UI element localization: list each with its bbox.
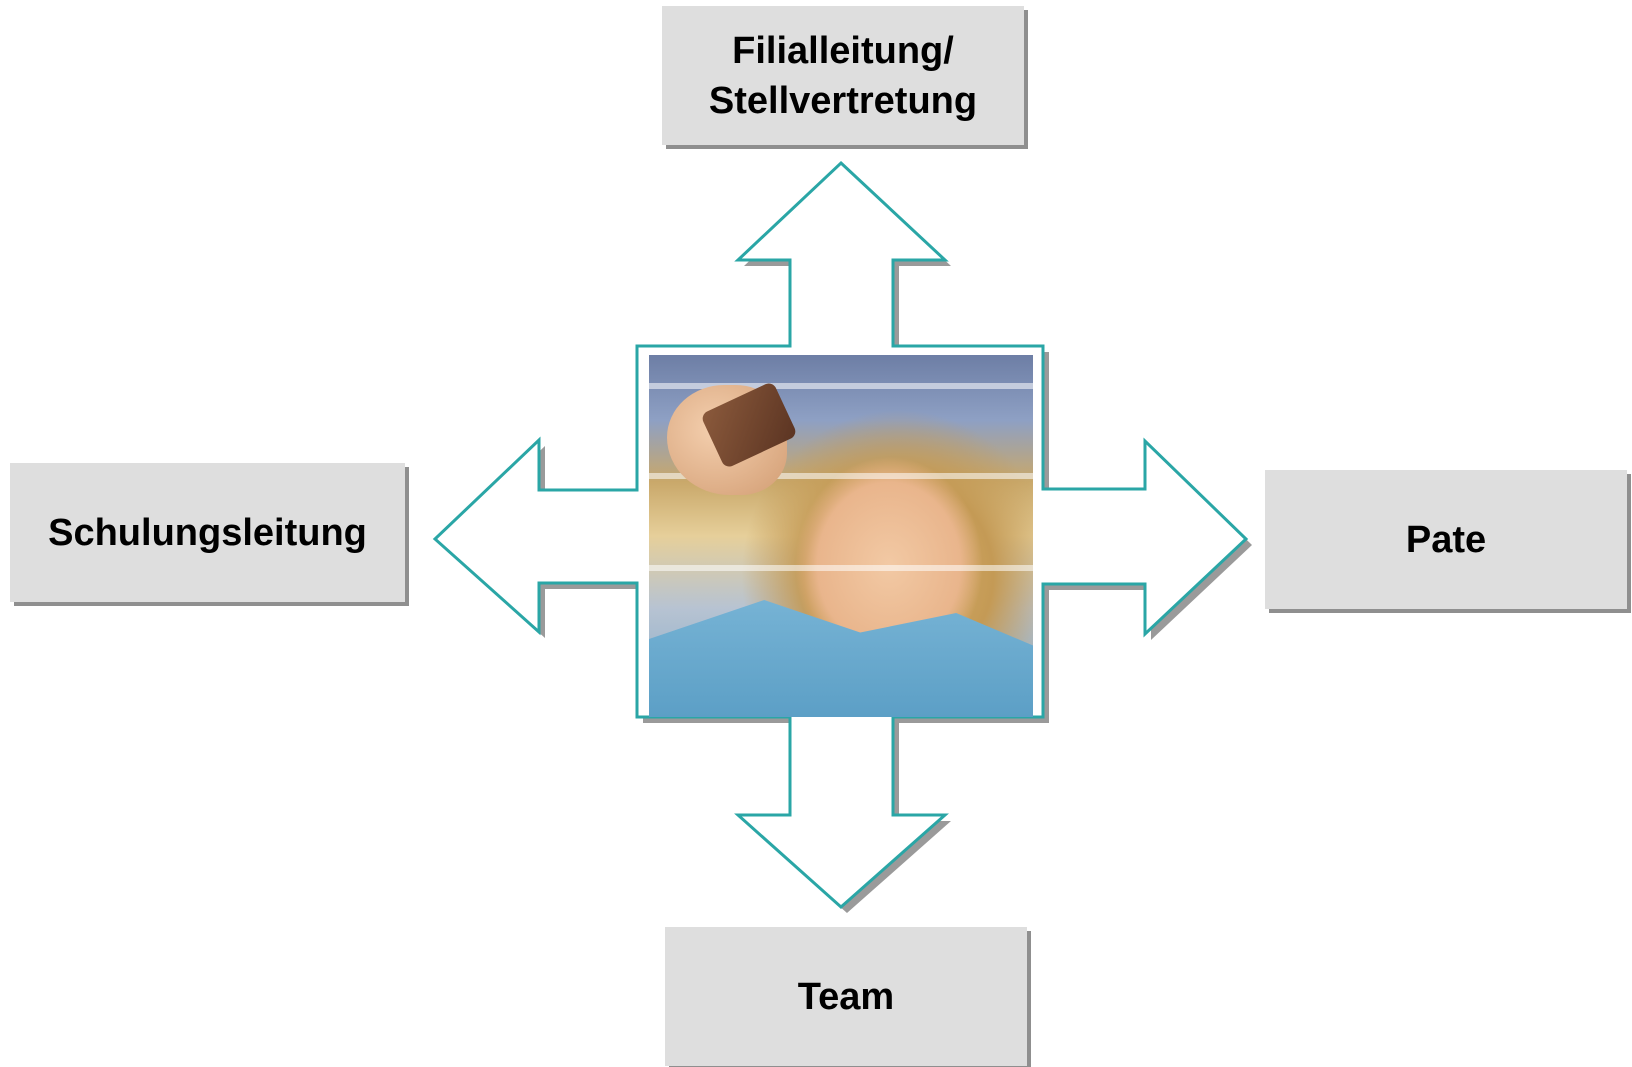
node-pate: Pate [1265,470,1627,609]
shelf-line [649,565,1033,571]
shelf-line [649,473,1033,479]
node-schulungsleitung: Schulungsleitung [10,463,405,602]
node-filialleitung: Filialleitung/ Stellvertretung [662,6,1024,145]
node-team: Team [665,927,1027,1066]
node-label: Team [797,975,895,1018]
center-photo [649,355,1033,717]
node-label: Schulungsleitung [48,511,367,554]
node-label: Filialleitung/ Stellvertretung [708,29,978,122]
shelf-line [649,383,1033,389]
sweater-shape [649,600,1033,717]
node-label: Pate [1405,518,1487,561]
